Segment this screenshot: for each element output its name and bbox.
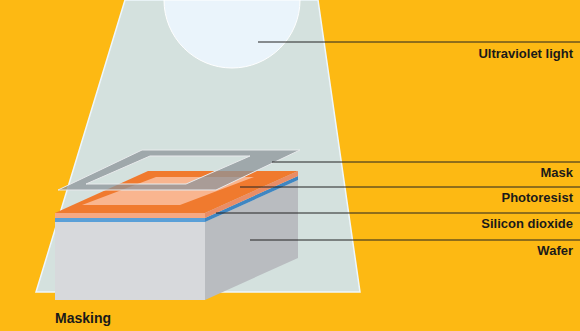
wafer-front [55,222,205,300]
mask-plate [58,150,300,190]
leader-lines [216,42,580,240]
light-label: Ultraviolet light [478,46,573,61]
uv-lamp [164,0,300,68]
caption: Masking [55,310,111,326]
resist-front [55,213,205,218]
photoresist-label: Photoresist [501,190,573,205]
oxide-front [55,218,205,222]
oxide-label: Silicon dioxide [481,216,573,231]
mask-label: Mask [540,165,573,180]
wafer-label: Wafer [537,243,573,258]
